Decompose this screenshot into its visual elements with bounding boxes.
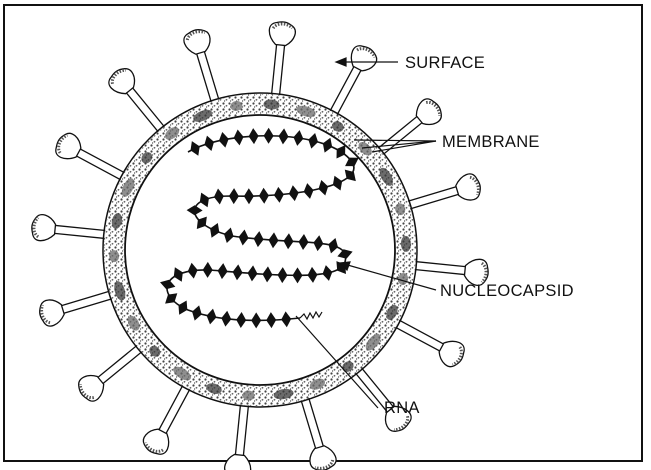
surface-spike (182, 27, 228, 106)
surface-spike (263, 21, 296, 98)
surface-spike (31, 214, 108, 247)
surface-spike (390, 312, 468, 370)
surface-spike (292, 395, 338, 470)
rna-label: RNA (384, 399, 420, 417)
surface-label: SURFACE (405, 54, 485, 72)
surface-spike (140, 380, 198, 458)
surface-spike (322, 42, 380, 120)
membrane-label: MEMBRANE (442, 133, 540, 151)
surface-spike (224, 403, 257, 470)
surface-spike (52, 130, 130, 188)
membrane-inner-edge (125, 115, 395, 385)
surface-spike (405, 172, 484, 218)
surface-arrowhead (336, 58, 346, 66)
nucleocapsid-label: NUCLEOCAPSID (440, 282, 574, 300)
surface-spike (37, 282, 116, 328)
